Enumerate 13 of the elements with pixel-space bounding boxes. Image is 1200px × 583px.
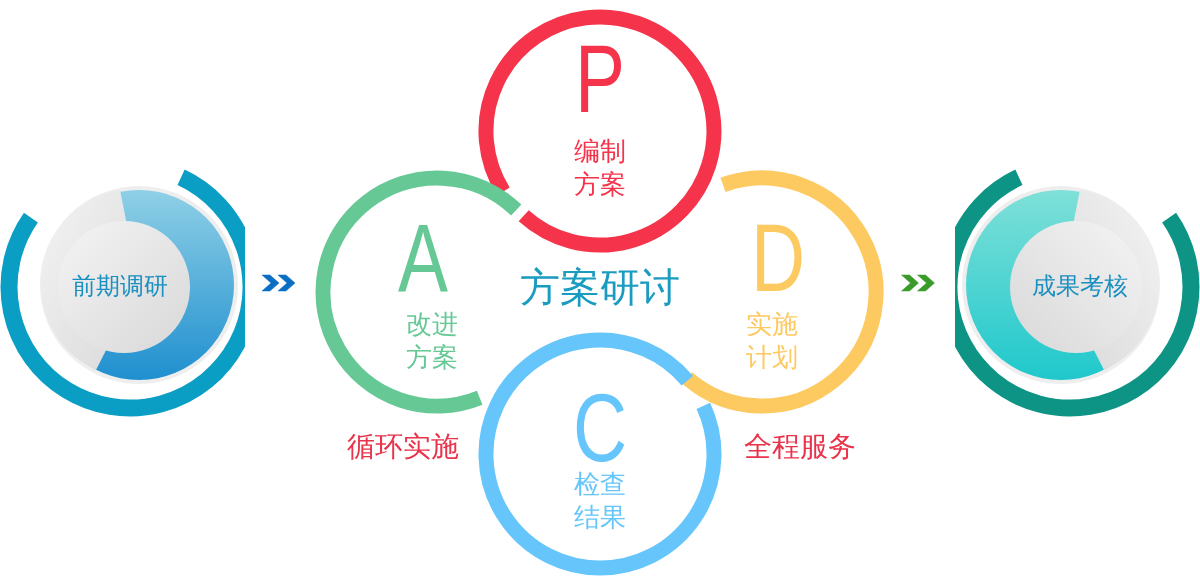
- letter: D: [749, 210, 807, 306]
- side-note: 全程服务: [743, 433, 857, 461]
- node-label: 实施计划: [745, 308, 799, 374]
- node-label: 编制方案: [573, 135, 627, 201]
- side-note: 循环实施: [346, 433, 460, 461]
- chevron-arrow: [901, 274, 935, 292]
- node-label: 前期调研: [71, 274, 169, 298]
- chevron-arrow: [261, 274, 296, 292]
- letter: P: [574, 31, 626, 127]
- letter: A: [397, 210, 449, 306]
- center-title: 方案研讨: [519, 267, 681, 307]
- node-label: 改进方案: [405, 308, 459, 374]
- node-label: 成果考核: [1031, 274, 1129, 298]
